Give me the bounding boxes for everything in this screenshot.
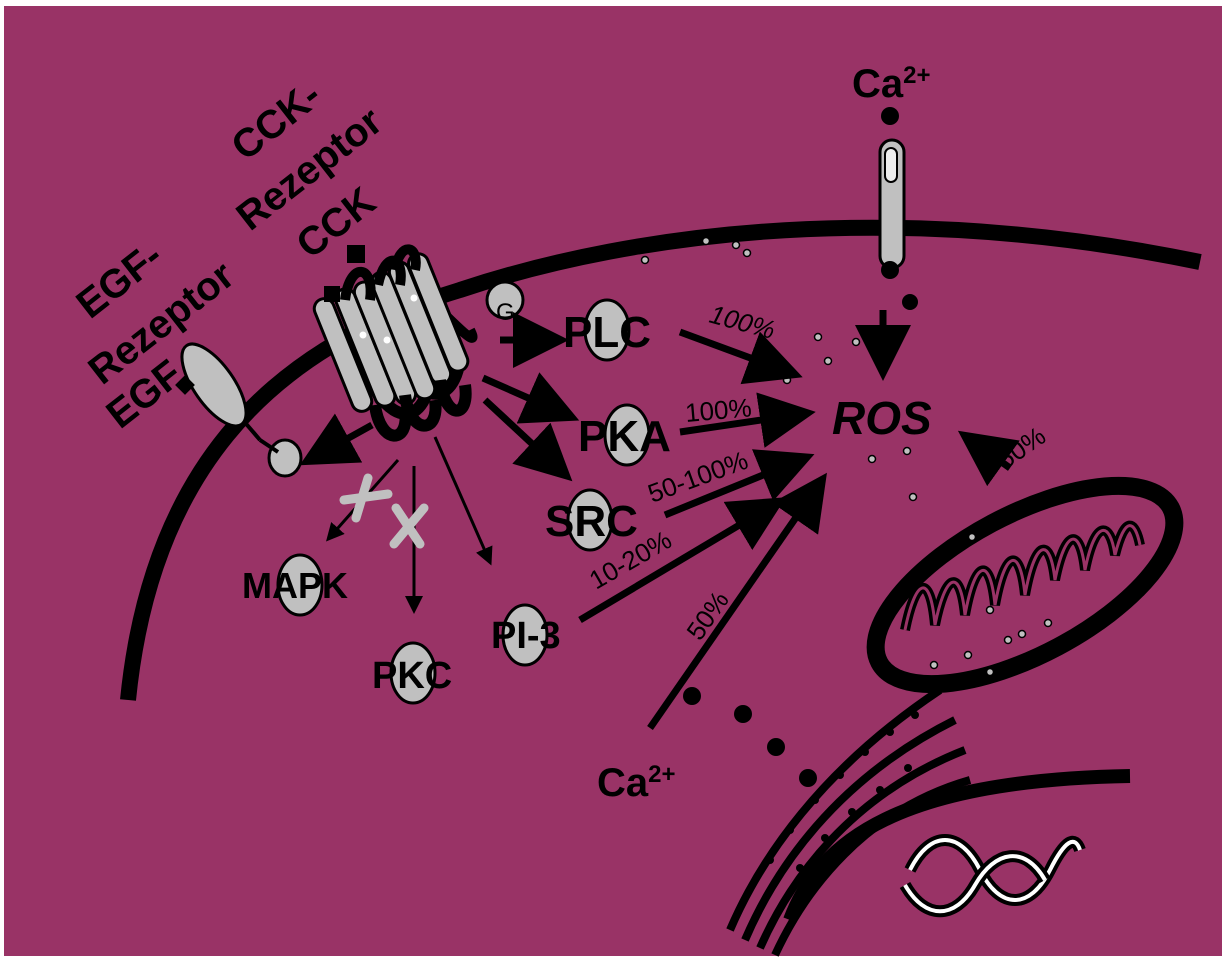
src-label: SRC: [545, 497, 638, 546]
ros-label: ROS: [832, 392, 932, 444]
pct-pka-ros: 100%: [684, 392, 753, 428]
pkc-label: PKC: [372, 655, 452, 697]
cck-ligand-bound: [324, 286, 340, 302]
pka-label: PKA: [578, 412, 671, 461]
cck-ligand: [347, 245, 365, 263]
g-protein-label: G: [496, 299, 515, 326]
pi3-label: PI-3: [491, 615, 561, 657]
plc-label: PLC: [563, 308, 651, 357]
ca-bottom-superscript: 2+: [648, 761, 675, 788]
ca-top-superscript: 2+: [903, 62, 930, 89]
mapk-label: MAPK: [242, 565, 348, 606]
